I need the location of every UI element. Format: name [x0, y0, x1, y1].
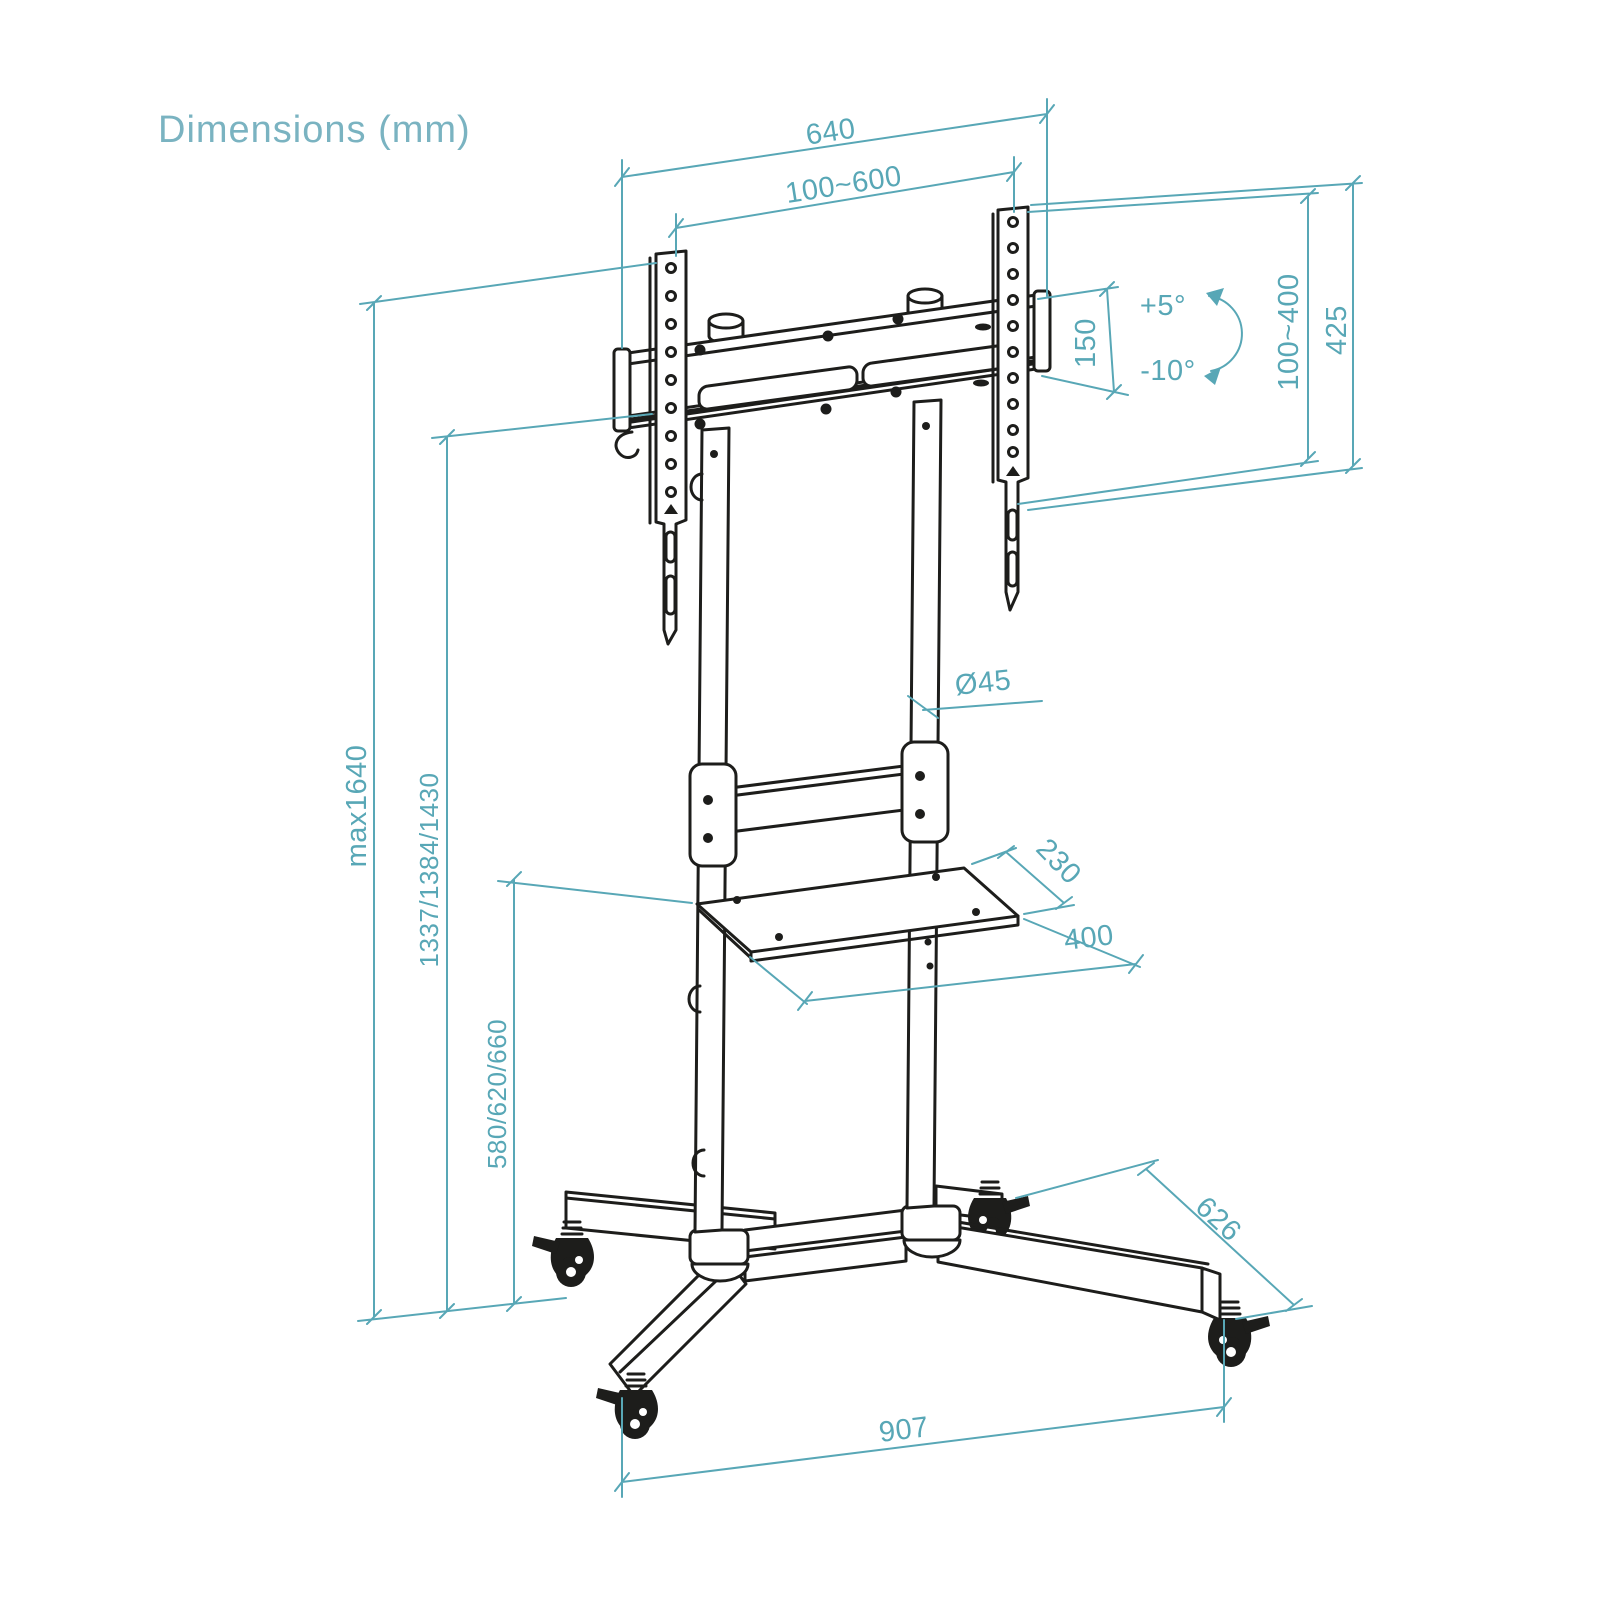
vesa-rail-right — [991, 205, 1030, 612]
vesa-rail-left — [648, 249, 688, 646]
dim-max-height: max1640 — [341, 262, 657, 1325]
caster-front-left — [596, 1372, 658, 1439]
dim-screen-center-heights: 1337/1384/1430 — [414, 413, 653, 1319]
pole-clamp-crossbar — [688, 740, 950, 868]
dim-label-pole-diameter: Ø45 — [953, 664, 1012, 702]
dim-label-bracket-width: 640 — [804, 113, 858, 152]
cable-hooks — [687, 472, 706, 1178]
dim-label-tilt-up: +5° — [1140, 290, 1186, 322]
dim-label-screen-center-heights: 1337/1384/1430 — [414, 773, 444, 968]
dim-label-shelf-heights: 580/620/660 — [482, 1019, 512, 1169]
tv-stand-drawing — [532, 205, 1270, 1439]
dim-label-base-depth: 626 — [1189, 1191, 1247, 1248]
dim-bracket-bar-height: 150 — [1037, 281, 1129, 400]
dim-label-vesa-height-range: 100~400 — [1273, 273, 1305, 390]
caster-front-right — [1208, 1300, 1270, 1367]
dim-label-bracket-total-height: 425 — [1321, 305, 1353, 355]
dim-shelf-width: 400 — [749, 918, 1144, 1011]
dim-base-width: 907 — [614, 1319, 1232, 1498]
dim-label-bracket-bar-height: 150 — [1070, 318, 1102, 368]
pole-foot-left — [688, 1228, 750, 1283]
tilt-range-annotation: +5° -10° — [1140, 288, 1243, 387]
dim-bracket-total-height: 425 — [1027, 175, 1363, 511]
dim-vesa-width-range: 100~600 — [668, 156, 1022, 257]
dim-pole-diameter: Ø45 — [907, 664, 1043, 719]
dim-label-shelf-depth: 230 — [1030, 833, 1088, 891]
dim-vesa-height-range: 100~400 — [1017, 188, 1319, 505]
tv-mount-bracket — [612, 287, 1052, 459]
dim-label-shelf-width: 400 — [1062, 919, 1115, 957]
dim-label-vesa-width-range: 100~600 — [783, 160, 904, 210]
caster-rear-left — [532, 1220, 594, 1287]
pole-foot-right — [900, 1204, 962, 1259]
dim-shelf-heights: 580/620/660 — [482, 871, 693, 1312]
dimension-annotations: 640 100~600 150 +5° -10° 100~400 425 — [341, 98, 1363, 1498]
dim-label-tilt-down: -10° — [1140, 355, 1196, 387]
dim-label-base-width: 907 — [877, 1411, 930, 1449]
av-shelf — [695, 866, 1020, 970]
dim-bracket-width: 640 — [614, 98, 1055, 349]
base-leg-front-right — [936, 1218, 1222, 1322]
page-title: Dimensions (mm) — [158, 109, 471, 151]
dim-label-max-height: max1640 — [341, 745, 373, 868]
